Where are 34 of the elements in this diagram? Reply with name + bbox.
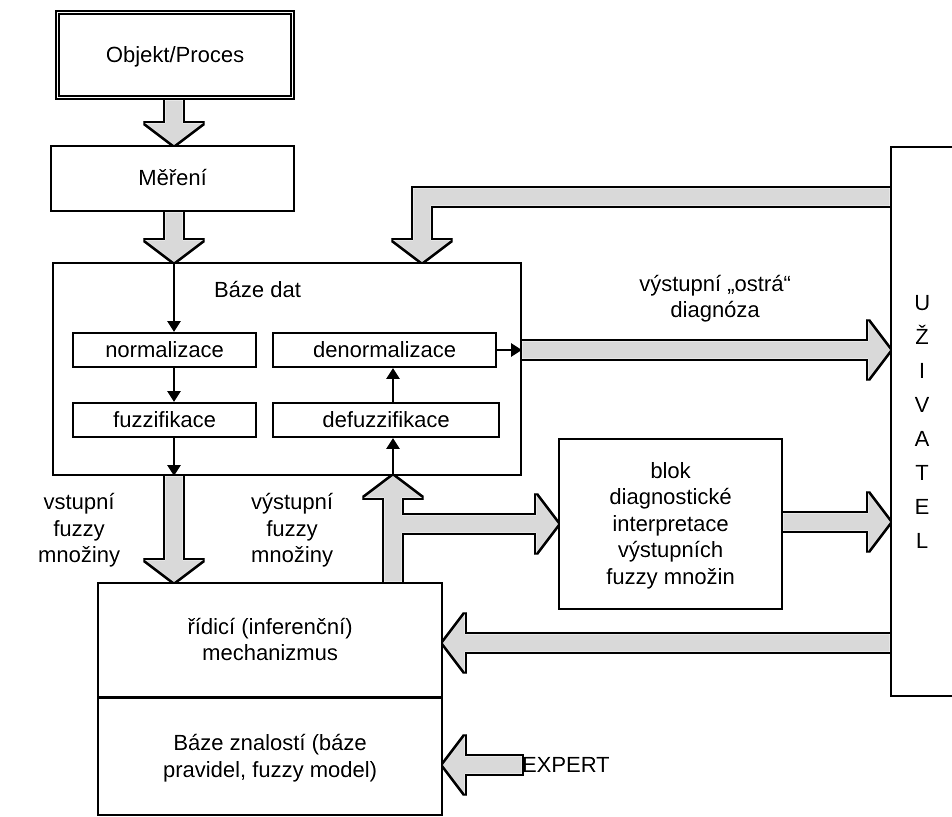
block-arrow bbox=[522, 321, 890, 379]
block-arrow bbox=[443, 614, 890, 672]
process-box bbox=[97, 582, 443, 699]
arrow bbox=[167, 438, 181, 476]
arrow bbox=[386, 438, 400, 476]
node-label: defuzzifikace bbox=[322, 406, 450, 434]
process-box bbox=[72, 402, 257, 438]
process-box bbox=[50, 145, 295, 212]
node-label: Báze znalostí (báze pravidel, fuzzy model) bbox=[162, 730, 378, 783]
container-heading: Báze dat bbox=[214, 276, 301, 304]
arrow bbox=[167, 368, 181, 402]
arrow bbox=[386, 368, 400, 402]
process-box bbox=[72, 332, 257, 368]
arrow bbox=[497, 343, 522, 357]
node-label: Měření bbox=[138, 165, 207, 192]
process-box bbox=[558, 438, 783, 610]
vertical-label: UŽIVATEL bbox=[914, 288, 930, 554]
process-box bbox=[272, 402, 500, 438]
block-arrow bbox=[393, 188, 890, 262]
node-label: normalizace bbox=[105, 336, 224, 364]
node-label: denormalizace bbox=[312, 336, 456, 364]
node-label: řídicí (inferenční) mechanizmus bbox=[186, 614, 354, 666]
process-box bbox=[97, 699, 443, 816]
arrow bbox=[167, 262, 181, 332]
node-label: Objekt/Proces bbox=[106, 42, 244, 68]
block-arrow bbox=[145, 100, 203, 145]
node-label: EXPERT bbox=[522, 752, 610, 778]
process-box bbox=[272, 332, 497, 368]
block-arrow bbox=[145, 476, 203, 582]
container-box bbox=[52, 262, 522, 476]
actor-box bbox=[890, 146, 952, 697]
process-box bbox=[55, 10, 295, 100]
node-label: fuzzifikace bbox=[113, 406, 216, 434]
node-label: blok diagnostické interpretace výstupních fuzzy množin bbox=[605, 458, 736, 590]
